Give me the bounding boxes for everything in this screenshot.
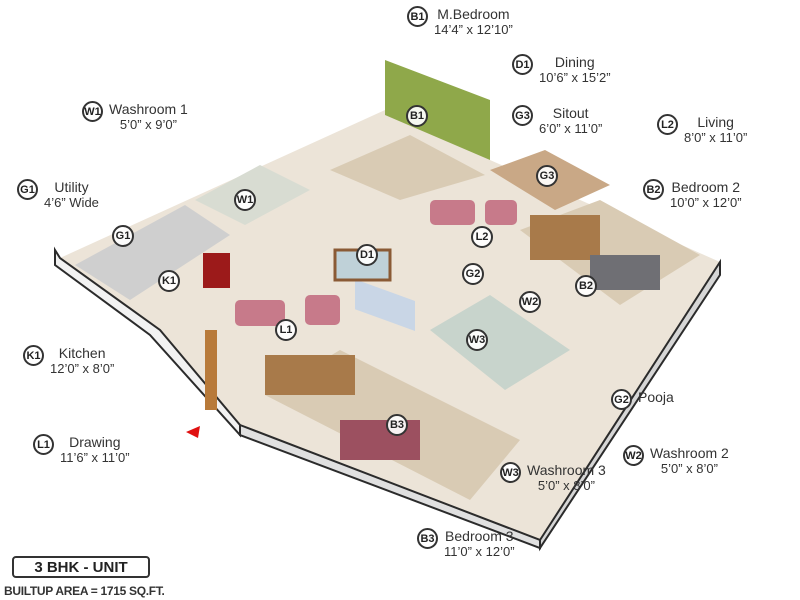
legend-code: G1 xyxy=(17,179,38,200)
marker-b3: B3 xyxy=(386,414,408,436)
marker-g3: G3 xyxy=(536,165,558,187)
legend-code: W1 xyxy=(82,101,103,122)
room-dims: 4’6” Wide xyxy=(44,195,99,210)
sofa-l1 xyxy=(235,295,340,326)
legend-code: W2 xyxy=(623,445,644,466)
room-name: M.Bedroom xyxy=(437,6,510,22)
legend-code: B3 xyxy=(417,528,438,549)
kitchen-floor xyxy=(75,205,230,300)
bed-b1 xyxy=(355,279,415,332)
legend-code: D1 xyxy=(512,54,533,75)
builtup-area: BUILTUP AREA = 1715 SQ.FT. xyxy=(4,584,165,598)
room-name: Dining xyxy=(554,54,595,70)
room-dims: 5’0” x 9’0” xyxy=(119,117,177,132)
room-name: Kitchen xyxy=(58,345,106,361)
accent-wall-master-bedroom xyxy=(385,60,490,160)
marker-g1: G1 xyxy=(112,225,134,247)
legend-code: K1 xyxy=(23,345,44,366)
legend-g2: G2 Pooja xyxy=(611,389,674,410)
unit-title: 3 BHK - UNIT xyxy=(12,556,150,578)
room-name: Bedroom 3 xyxy=(445,528,514,544)
room-dims: 6’0” x 11’0” xyxy=(539,121,603,136)
door-frame-entry xyxy=(205,330,217,410)
legend-code: L1 xyxy=(33,434,54,455)
bed-b3 xyxy=(340,420,420,460)
sofa-l2 xyxy=(430,200,517,225)
entry-arrow-icon xyxy=(186,426,200,438)
room-name: Drawing xyxy=(69,434,121,450)
marker-b1: B1 xyxy=(406,105,428,127)
room-dims: 14’4” x 12’10” xyxy=(434,22,513,37)
bedroom1-floor xyxy=(330,135,485,200)
room-dims: 10’0” x 12’0” xyxy=(670,195,742,210)
room-dims: 11’0” x 12’0” xyxy=(444,544,515,559)
legend-code: G2 xyxy=(611,389,632,410)
marker-b2: B2 xyxy=(575,275,597,297)
room-name: Utility xyxy=(54,179,89,195)
legend-code: L2 xyxy=(657,114,678,135)
marker-g2: G2 xyxy=(462,263,484,285)
room-name: Washroom 2 xyxy=(650,445,729,461)
room-name: Pooja xyxy=(638,389,674,405)
marker-d1: D1 xyxy=(356,244,378,266)
room-dims: 5’0” x 8’0” xyxy=(537,478,595,493)
bed-b2 xyxy=(590,255,660,290)
washroom-floor-w2-w3 xyxy=(430,295,570,390)
room-name: Washroom 3 xyxy=(527,462,606,478)
wardrobe-b3 xyxy=(265,355,355,395)
room-dims: 8’0” x 11’0” xyxy=(684,130,748,145)
room-dims: 5’0” x 8’0” xyxy=(660,461,718,476)
legend-code: G3 xyxy=(512,105,533,126)
room-name: Washroom 1 xyxy=(109,101,188,117)
room-dims: 11’6” x 11’0” xyxy=(60,450,130,465)
legend-code: B1 xyxy=(407,6,428,27)
fridge xyxy=(203,253,230,288)
marker-w3: W3 xyxy=(466,329,488,351)
marker-w2: W2 xyxy=(519,291,541,313)
legend-code: B2 xyxy=(643,179,664,200)
room-name: Sitout xyxy=(552,105,589,121)
marker-l1: L1 xyxy=(275,319,297,341)
room-dims: 12’0” x 8’0” xyxy=(50,361,115,376)
wardrobe-b2 xyxy=(530,215,600,260)
room-name: Living xyxy=(697,114,734,130)
marker-w1: W1 xyxy=(234,189,256,211)
marker-l2: L2 xyxy=(471,226,493,248)
room-name: Bedroom 2 xyxy=(671,179,741,195)
marker-k1: K1 xyxy=(158,270,180,292)
room-dims: 10’6” x 15’2” xyxy=(539,70,611,85)
legend-code: W3 xyxy=(500,462,521,483)
